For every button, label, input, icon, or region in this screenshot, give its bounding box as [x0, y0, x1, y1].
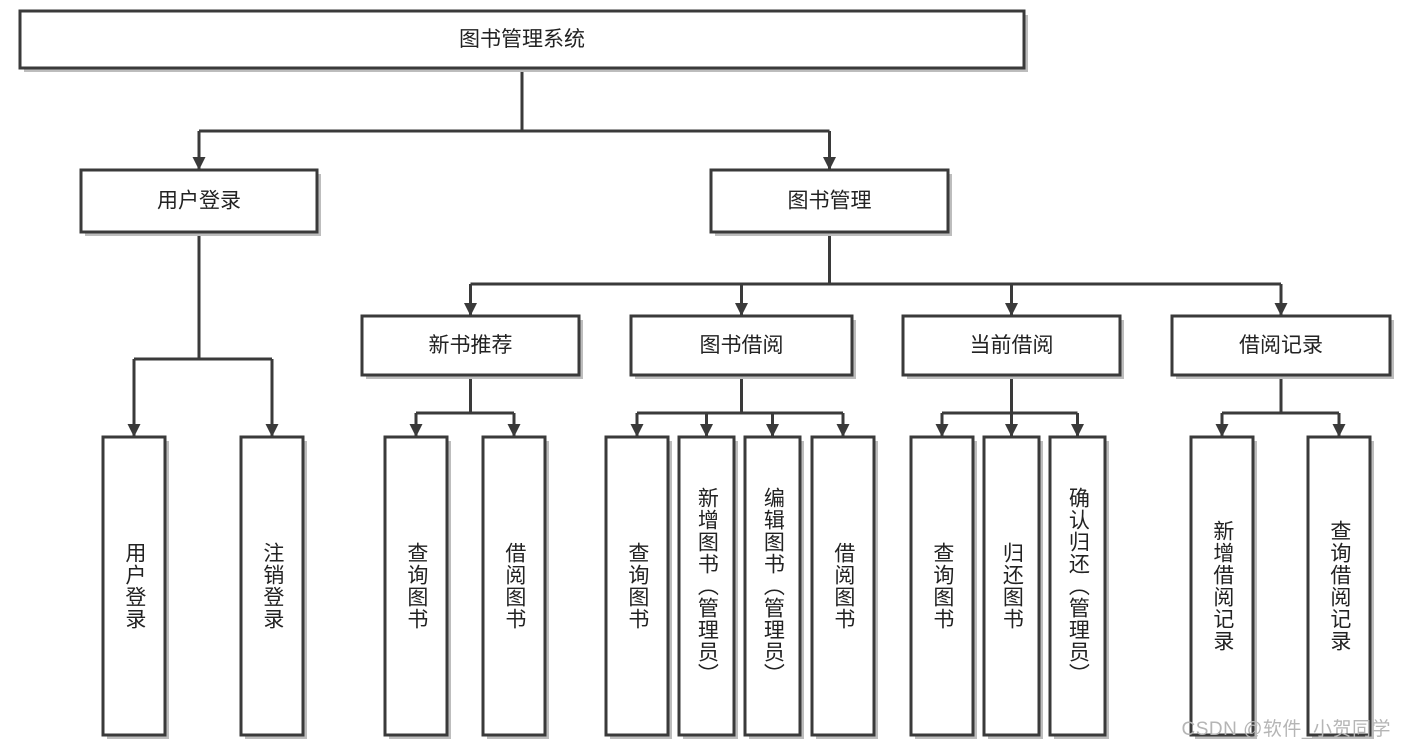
node-label-user-login: 用户登录: [157, 190, 241, 213]
node-leaf-query-book-3[interactable]: [909, 435, 977, 739]
edge-layer: [127, 68, 1346, 437]
arrow-leaf-query-borrow-record: [1332, 424, 1346, 437]
node-label-current-borrow: 当前借阅: [970, 334, 1054, 357]
arrow-leaf-borrow-book-2: [836, 424, 850, 437]
arrow-leaf-query-book-3: [935, 424, 949, 437]
node-leaf-edit-book[interactable]: [743, 435, 804, 739]
arrow-leaf-query-book-2: [630, 424, 644, 437]
arrow-book-borrow: [735, 303, 748, 316]
node-new-book-recommend[interactable]: [360, 314, 583, 379]
node-label-root: 图书管理系统: [459, 28, 585, 51]
node-leaf-add-borrow-record[interactable]: [1189, 435, 1257, 739]
arrow-leaf-add-borrow-record: [1215, 424, 1229, 437]
node-label-book-borrow: 图书借阅: [700, 334, 784, 357]
node-leaf-user-logout[interactable]: [239, 435, 307, 739]
node-leaf-user-login[interactable]: [101, 435, 169, 739]
node-borrow-record[interactable]: [1170, 314, 1394, 379]
node-leaf-borrow-book-1[interactable]: [481, 435, 549, 739]
arrow-leaf-confirm-return: [1071, 424, 1084, 437]
arrow-leaf-edit-book: [766, 424, 779, 437]
arrow-current-borrow: [1005, 303, 1018, 316]
node-leaf-query-book-2[interactable]: [604, 435, 672, 739]
node-user-login[interactable]: [79, 168, 321, 236]
node-leaf-borrow-book-2[interactable]: [810, 435, 878, 739]
node-book-borrow[interactable]: [629, 314, 856, 379]
arrow-borrow-record: [1274, 303, 1288, 316]
node-leaf-query-borrow-record[interactable]: [1306, 435, 1374, 739]
arrow-leaf-user-login: [127, 424, 141, 437]
arrow-leaf-return-book: [1005, 424, 1018, 437]
arrow-leaf-borrow-book-1: [507, 424, 521, 437]
node-current-borrow[interactable]: [901, 314, 1124, 379]
node-root[interactable]: [18, 9, 1028, 72]
node-box-layer: [18, 9, 1394, 739]
node-label-new-book-recommend: 新书推荐: [429, 334, 513, 357]
watermark: CSDN @软件_小贺同学: [1181, 719, 1391, 740]
node-leaf-return-book[interactable]: [982, 435, 1043, 739]
node-leaf-confirm-return[interactable]: [1048, 435, 1109, 739]
node-label-book-manage: 图书管理: [788, 190, 872, 213]
node-leaf-query-book-1[interactable]: [383, 435, 451, 739]
arrow-user-login: [192, 157, 206, 170]
node-leaf-add-book[interactable]: [677, 435, 738, 739]
arrow-leaf-query-book-1: [409, 424, 423, 437]
arrow-leaf-add-book: [700, 424, 713, 437]
arrow-leaf-user-logout: [265, 424, 279, 437]
arrow-book-manage: [823, 157, 836, 170]
arrow-new-book-recommend: [464, 303, 477, 316]
node-label-borrow-record: 借阅记录: [1239, 334, 1323, 357]
node-book-manage[interactable]: [709, 168, 952, 236]
